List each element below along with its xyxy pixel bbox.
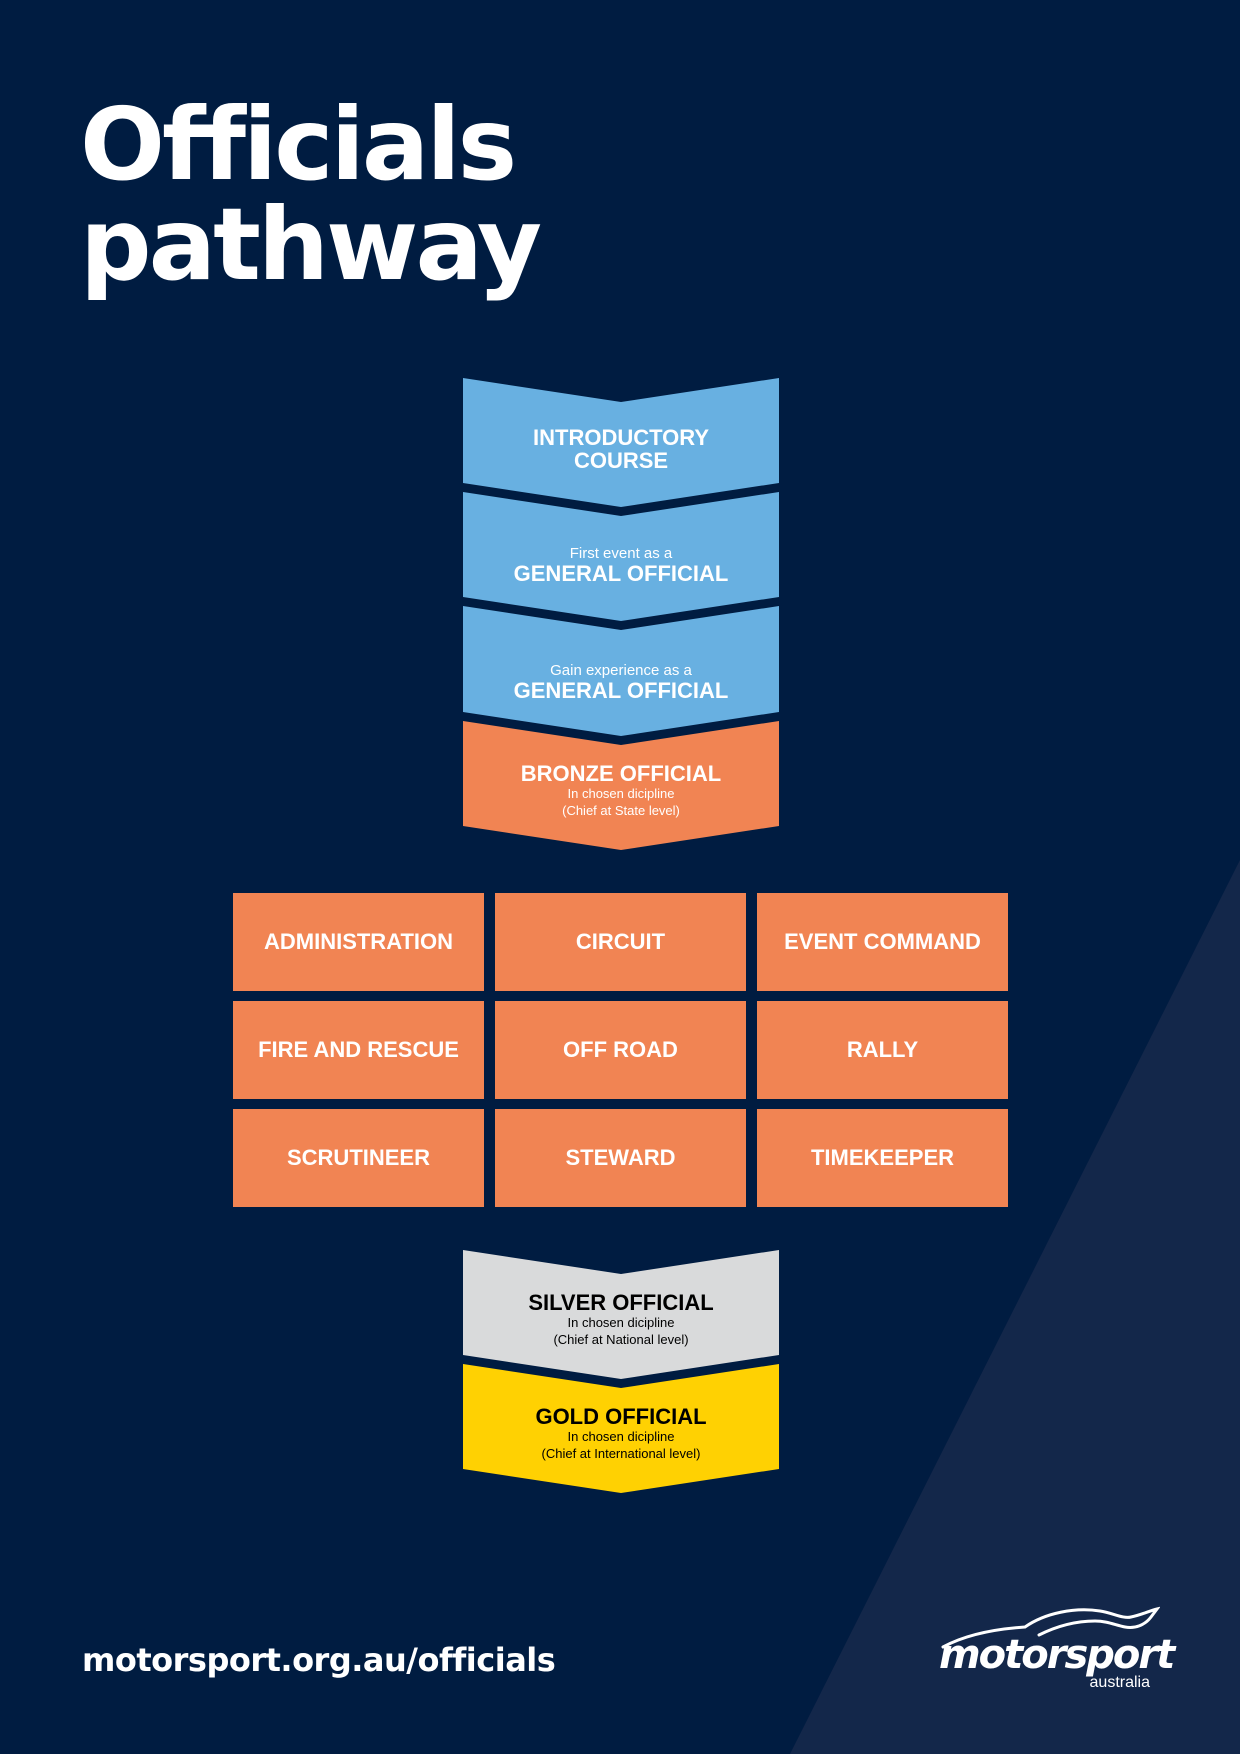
step-first-event: First event as a GENERAL OFFICIAL [463,527,779,603]
discipline-event-command: EVENT COMMAND [757,893,1008,991]
step-silver-official: SILVER OFFICIAL In chosen dicipline (Chi… [463,1279,779,1359]
chevron-bronze-official [463,721,779,850]
chevron-introductory-course [463,378,779,507]
step-gain-experience: Gain experience as a GENERAL OFFICIAL [463,644,779,720]
step-gold-label: GOLD OFFICIAL [535,1403,707,1429]
logo-subtext: australia [1089,1674,1150,1691]
chevron-gold-official [463,1364,779,1493]
discipline-timekeeper: TIMEKEEPER [757,1109,1008,1207]
logo-wordmark: motorsport [939,1632,1175,1678]
step-bronze-sub-1: In chosen dicipline [567,785,675,801]
step-intro-label-1: INTRODUCTORY [533,425,709,450]
title-line-2: pathway [80,186,542,303]
step-gain-experience-prefix: Gain experience as a [550,662,692,679]
page-title: Officials pathway [80,86,542,303]
footer-url-link[interactable]: motorsport.org.au/officials [82,1641,556,1679]
step-intro-label-2: COURSE [573,448,669,473]
discipline-rally: RALLY [757,1001,1008,1099]
car-outline-icon [941,1606,1160,1649]
motorsport-australia-logo: motorsport australia [935,1605,1175,1695]
step-gold-official: GOLD OFFICIAL In chosen dicipline (Chief… [463,1393,779,1473]
discipline-grid: ADMINISTRATION CIRCUIT EVENT COMMAND FIR… [233,893,1008,1207]
step-bronze-sub-2: (Chief at State level) [562,802,680,818]
step-gold-sub-1: In chosen dicipline [567,1428,675,1444]
step-first-event-prefix: First event as a [569,545,673,562]
discipline-fire-and-rescue: FIRE AND RESCUE [233,1001,484,1099]
chevron-first-event [463,492,779,621]
step-silver-sub-2: (Chief at National level) [553,1331,689,1347]
step-introductory-course: INTRODUCTORY COURSE [463,411,779,487]
step-gain-experience-label: GENERAL OFFICIAL [513,678,729,703]
title-line-1: Officials [80,86,517,203]
discipline-scrutineer: SCRUTINEER [233,1109,484,1207]
step-bronze-label: BRONZE OFFICIAL [520,760,722,786]
step-silver-sub-1: In chosen dicipline [567,1314,675,1330]
discipline-circuit: CIRCUIT [495,893,746,991]
chevron-silver-official [463,1250,779,1379]
discipline-administration: ADMINISTRATION [233,893,484,991]
chevron-gain-experience [463,606,779,736]
discipline-off-road: OFF ROAD [495,1001,746,1099]
step-gold-sub-2: (Chief at International level) [541,1445,701,1461]
step-first-event-label: GENERAL OFFICIAL [513,561,729,586]
step-silver-label: SILVER OFFICIAL [528,1289,714,1315]
step-bronze-official: BRONZE OFFICIAL In chosen dicipline (Chi… [463,750,779,830]
discipline-steward: STEWARD [495,1109,746,1207]
